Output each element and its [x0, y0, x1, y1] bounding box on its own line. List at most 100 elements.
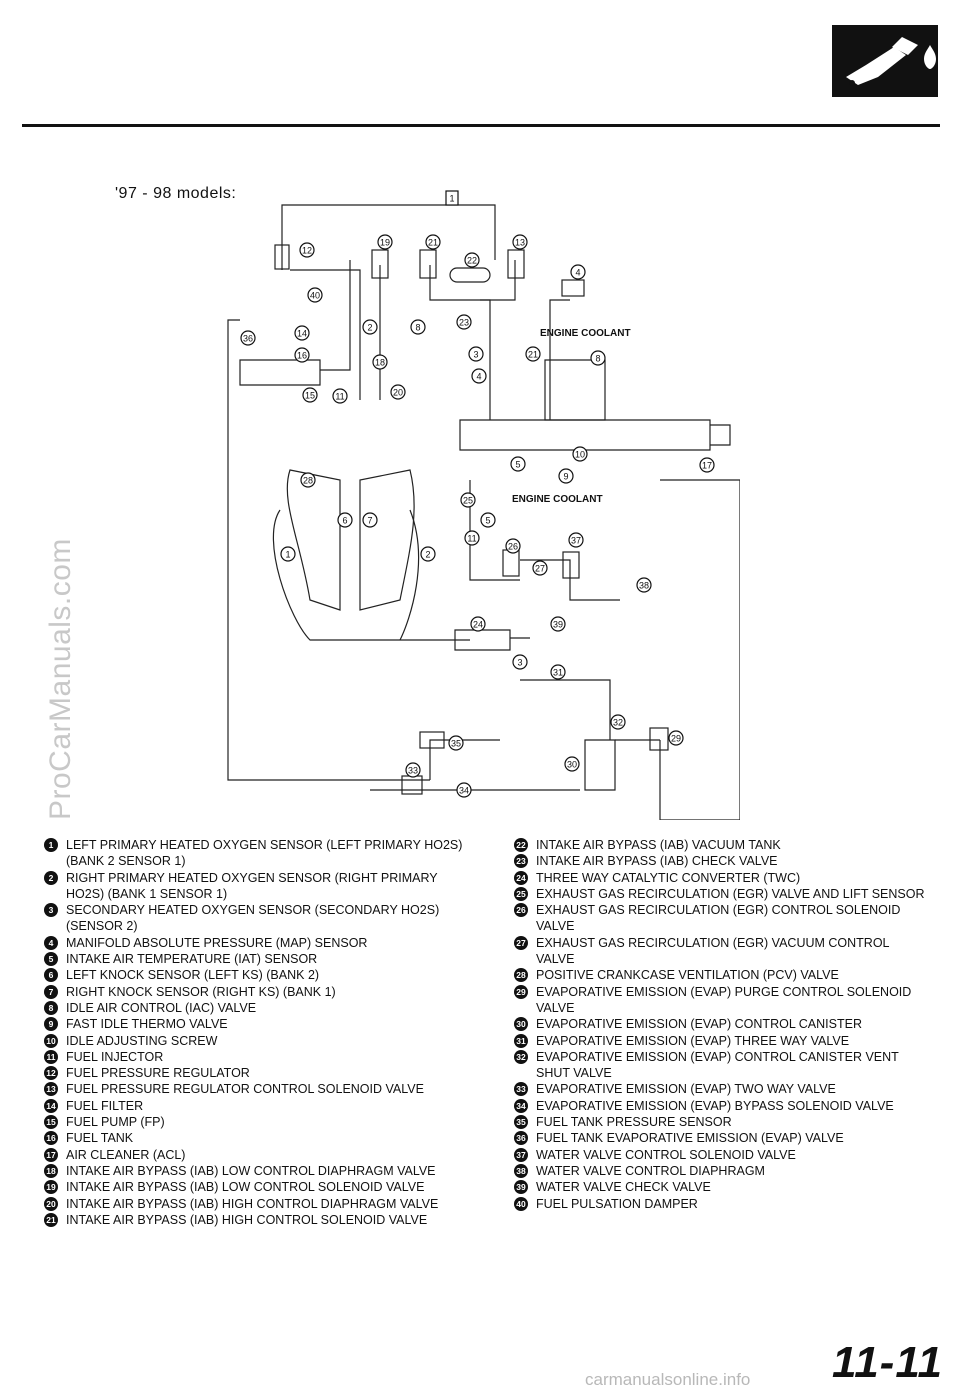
item-description: EVAPORATIVE EMISSION (EVAP) BYPASS SOLEN…	[536, 1098, 894, 1113]
callout-number: 4	[575, 268, 580, 278]
callout-19: 19	[377, 234, 393, 250]
component-33	[401, 775, 423, 795]
callout-number: 8	[415, 323, 420, 333]
item-description: IDLE AIR CONTROL (IAC) VALVE	[66, 1000, 257, 1015]
callout-number: 30	[567, 760, 577, 770]
callout-number: 12	[302, 246, 312, 256]
callout-15: 15	[302, 387, 318, 403]
callout-36: 36	[240, 330, 256, 346]
callout-18: 18	[372, 354, 388, 370]
hose-reg	[480, 260, 516, 301]
callout-4: 4	[471, 368, 487, 384]
item-description: IDLE ADJUSTING SCREW	[66, 1033, 218, 1048]
callout-number: 15	[305, 391, 315, 401]
callout-4: 4	[570, 264, 586, 280]
component-19	[371, 249, 389, 279]
item-description: WATER VALVE CHECK VALVE	[536, 1180, 711, 1195]
item-description: FAST IDLE THERMO VALVE	[66, 1017, 228, 1032]
callout-11: 11	[464, 530, 480, 546]
callout-number: 34	[459, 786, 469, 796]
callout-37: 37	[568, 532, 584, 548]
hose-left-outer	[227, 319, 430, 781]
item-description: INTAKE AIR BYPASS (IAB) CHECK VALVE	[536, 854, 778, 869]
item-description: EVAPORATIVE EMISSION (EVAP) THREE WAY VA…	[536, 1033, 850, 1048]
item-number-badge: 34	[514, 1098, 528, 1113]
callout-9: 9	[558, 468, 574, 484]
item-number-badge: 33	[514, 1082, 528, 1097]
item-description: FUEL TANK	[66, 1131, 134, 1146]
callout-number: 13	[515, 238, 525, 248]
callout-30: 30	[564, 756, 580, 772]
engine-block-right	[359, 469, 415, 611]
hose-right-outer	[659, 479, 740, 820]
callout-number: 27	[535, 564, 545, 574]
item-number-badge: 7	[44, 984, 58, 999]
callout-number: 37	[571, 536, 581, 546]
item-description: EXHAUST GAS RECIRCULATION (EGR) VALVE AN…	[536, 886, 925, 901]
item-number-badge: 6	[44, 968, 58, 983]
callout-number: 11	[335, 392, 344, 402]
callout-number: 20	[393, 388, 403, 398]
item-number-badge: 12	[44, 1066, 58, 1081]
component-4	[561, 279, 585, 297]
callout-number: 2	[425, 550, 430, 560]
component-29	[649, 727, 669, 751]
callout-35: 35	[448, 735, 464, 751]
item-number-badge: 25	[514, 886, 528, 901]
item-number-badge: 3	[44, 903, 58, 918]
component-22	[449, 267, 491, 283]
item-description: FUEL PRESSURE REGULATOR CONTROL SOLENOID…	[66, 1082, 424, 1097]
callout-23: 23	[456, 314, 472, 330]
exhaust-right	[399, 509, 420, 641]
callout-number: 25	[463, 496, 473, 506]
item-description: AIR CLEANER (ACL)	[66, 1147, 186, 1162]
callout-number: 36	[243, 334, 253, 344]
component-13	[507, 249, 525, 279]
callout-13: 13	[512, 234, 528, 250]
callout-number: 6	[342, 516, 347, 526]
callout-24: 24	[470, 616, 486, 632]
item-number-badge: 11	[44, 1049, 58, 1064]
side-watermark: ProCarManuals.com	[44, 538, 77, 820]
exhaust-left	[272, 509, 470, 641]
callout-number: 29	[671, 734, 681, 744]
item-number-badge: 26	[514, 903, 528, 918]
item-description: SECONDARY HEATED OXYGEN SENSOR (SECONDAR…	[66, 903, 440, 934]
callout-34: 34	[456, 782, 472, 798]
item-number-badge: 5	[44, 952, 58, 967]
callout-number: 28	[303, 476, 313, 486]
callout-number: 1	[449, 194, 454, 204]
callout-number: 19	[380, 238, 390, 248]
item-number-badge: 28	[514, 968, 528, 983]
hose-map	[549, 299, 570, 420]
item-number-badge: 16	[44, 1131, 58, 1146]
component-21	[419, 249, 437, 279]
callout-number: 33	[408, 766, 418, 776]
callout-number: 23	[459, 318, 469, 328]
item-description: INTAKE AIR BYPASS (IAB) HIGH CONTROL SOL…	[66, 1212, 428, 1227]
legend-item-31: 31 EVAPORATIVE EMISSION (EVAP) THREE WAY …	[514, 1033, 926, 1049]
item-description: MANIFOLD ABSOLUTE PRESSURE (MAP) SENSOR	[66, 935, 368, 950]
fuel-nozzle-icon	[832, 25, 938, 97]
callout-25: 25	[460, 492, 476, 508]
hose-egr	[469, 480, 520, 581]
callout-number: 7	[367, 516, 372, 526]
item-number-badge: 31	[514, 1033, 528, 1048]
